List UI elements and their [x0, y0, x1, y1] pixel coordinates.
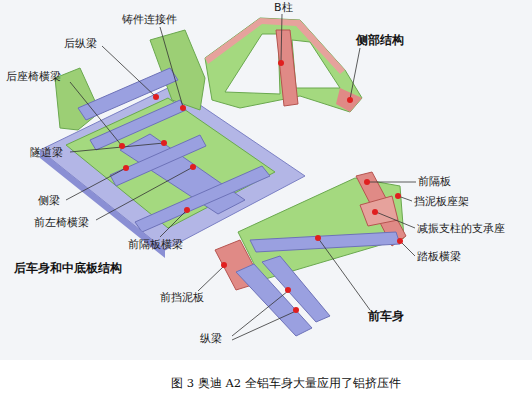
- callout-dot: [364, 179, 370, 185]
- leader-line: [350, 48, 360, 99]
- figure-caption: 图 3 奥迪 A2 全铝车身大量应用了铝挤压件: [171, 376, 401, 391]
- callout-dot: [315, 235, 321, 241]
- callout-dots: [119, 60, 403, 313]
- leader-line: [96, 167, 193, 220]
- callout-dot: [278, 60, 284, 66]
- leader-line: [232, 311, 296, 340]
- part-label: 纵梁: [200, 332, 222, 345]
- longitudinal-beam: [262, 256, 330, 322]
- leader-line: [368, 182, 416, 183]
- b-pillar: [276, 30, 298, 106]
- side-frame: [205, 18, 362, 112]
- leader-line: [232, 291, 288, 336]
- group-title: 前车身: [368, 310, 404, 324]
- part-label: 隧道梁: [30, 146, 63, 159]
- callout-dot: [395, 193, 401, 199]
- part-label: 前左椅横梁: [34, 216, 89, 229]
- part-label: 减振支柱的支承座: [417, 222, 505, 235]
- part-label: 挡泥板座架: [414, 195, 469, 208]
- leader-line: [160, 210, 187, 237]
- leader-line: [70, 82, 122, 146]
- callout-dot: [123, 165, 129, 171]
- callout-dot: [221, 262, 227, 268]
- pedal-beam: [250, 232, 400, 252]
- rear-wheel-housing: [150, 30, 205, 110]
- part-label: 前隔板: [418, 175, 451, 188]
- callout-dot: [285, 287, 291, 293]
- callout-dot: [180, 105, 186, 111]
- part-label: 踏板横梁: [417, 250, 461, 263]
- part-label: 后座椅横梁: [6, 70, 61, 83]
- a-pillar-base: [336, 88, 362, 112]
- front-bulkhead-beam: [135, 166, 270, 232]
- leader-line: [160, 27, 183, 107]
- part-label: 前挡泥板: [160, 291, 204, 304]
- part-label: 前隔板横梁: [128, 238, 183, 251]
- leader-line: [66, 168, 126, 200]
- leader-line: [198, 266, 224, 291]
- leader-line: [70, 143, 164, 152]
- rear-wheel-housing: [55, 68, 100, 130]
- callout-dot: [190, 164, 196, 170]
- roof-rail: [205, 18, 345, 74]
- photo-ground: [0, 0, 532, 360]
- part-label: B柱: [274, 1, 293, 14]
- leader-line: [376, 212, 415, 228]
- callout-dot: [184, 207, 190, 213]
- callout-dot: [119, 143, 125, 149]
- group-title: 侧部结构: [356, 34, 404, 48]
- callout-dot: [397, 238, 403, 244]
- callout-dot: [347, 97, 353, 103]
- callout-dot: [153, 94, 159, 100]
- part-label: 铸件连接件: [122, 13, 177, 26]
- callout-dot: [293, 307, 299, 313]
- callout-dot: [161, 140, 167, 146]
- part-label: 后纵梁: [64, 37, 97, 50]
- leader-line: [400, 241, 415, 256]
- part-label: 侧梁: [38, 194, 60, 207]
- leader-line: [102, 46, 156, 97]
- leader-lines: [66, 14, 416, 340]
- callout-dot: [372, 209, 378, 215]
- front-seat-beam: [110, 135, 206, 186]
- leader-line: [281, 14, 282, 62]
- strut-mount: [360, 196, 398, 226]
- group-title: 后车身和中底板结构: [14, 262, 122, 276]
- leader-line: [318, 238, 370, 310]
